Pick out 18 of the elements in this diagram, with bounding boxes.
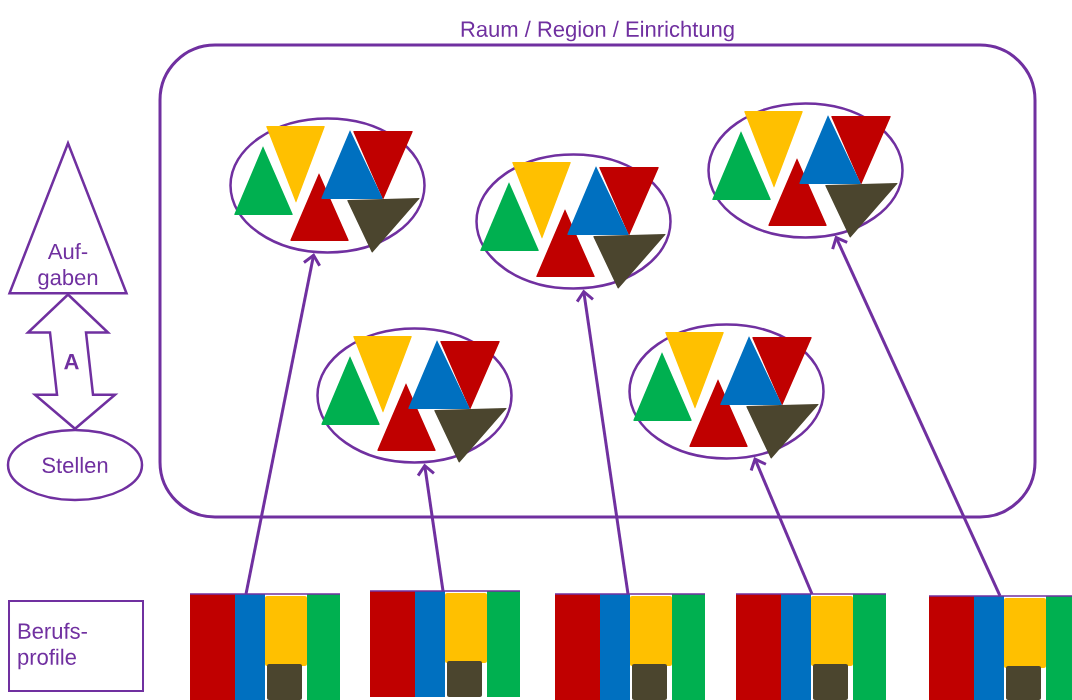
triangle-cluster-drawing	[316, 327, 513, 464]
profile-drawing	[928, 595, 1072, 700]
triangle-cluster-drawing	[628, 323, 825, 460]
triangle-cluster-drawing	[475, 153, 672, 290]
arrow	[244, 253, 321, 595]
triangle-cluster-drawing	[229, 117, 426, 254]
region-frame: Raum / Region / Einrichtung	[158, 20, 1037, 519]
arrow	[416, 463, 445, 592]
profile-drawing	[369, 590, 521, 697]
arrow	[749, 457, 814, 595]
arrow	[831, 235, 1002, 597]
profile-drawing	[735, 593, 887, 700]
triangle-cluster-drawing	[707, 102, 904, 239]
profile-label-box: Berufs- profile	[8, 600, 144, 692]
profile-drawing	[189, 593, 341, 700]
arrow	[575, 289, 630, 595]
node-label: Raum / Region / Einrichtung	[461, 20, 734, 42]
profile-drawing	[554, 593, 706, 700]
